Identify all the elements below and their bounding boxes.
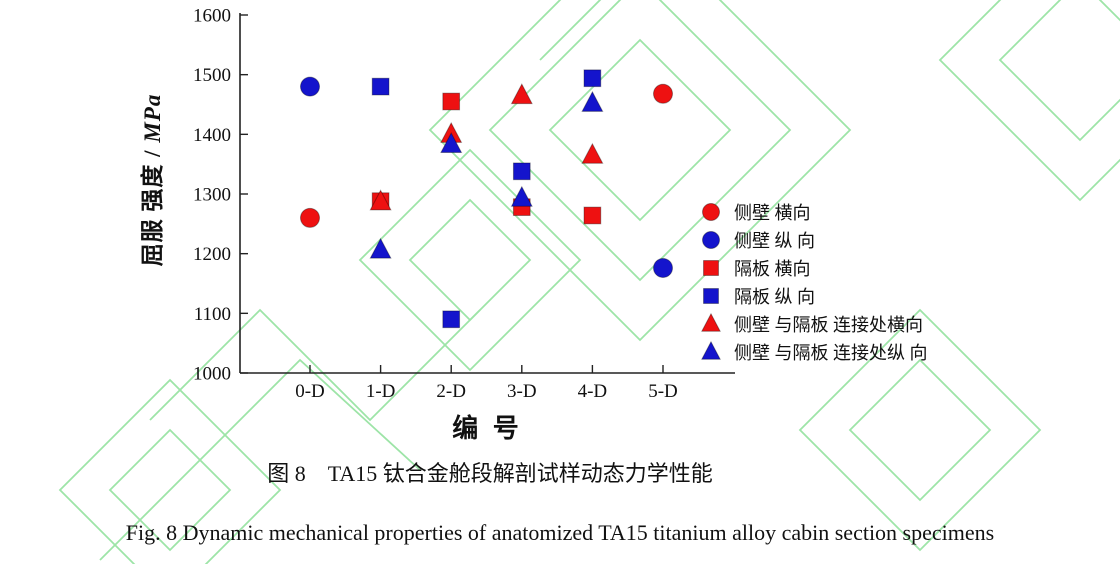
y-tick-label: 1200 (193, 244, 231, 265)
y-tick-label: 1400 (193, 125, 231, 146)
legend-label: 隔板 纵 向 (734, 287, 815, 307)
triangle-marker (700, 312, 722, 332)
y-axis-title: 屈服 强度 / MPa (133, 94, 167, 267)
x-axis-title: 编 号 (452, 414, 523, 443)
legend-item: 侧壁 与隔板 连接处纵 向 (698, 338, 928, 366)
circle-marker (702, 231, 720, 249)
legend-label: 侧壁 纵 向 (734, 231, 815, 251)
square-marker (512, 162, 531, 181)
legend-marker (703, 288, 719, 304)
y-tick-label: 1600 (193, 6, 231, 27)
legend-marker (702, 203, 720, 221)
legend-item: 隔板 纵 向 (698, 282, 928, 310)
scatter-plot: 1000 1100 1200 1300 1400 1500 1600 0-D 1-D 2-D 3-D… (193, 6, 735, 402)
square-marker (371, 77, 390, 96)
y-tick-label: 1500 (193, 65, 231, 86)
square-marker (703, 288, 719, 304)
square-marker (583, 206, 602, 225)
circle-marker (702, 203, 720, 221)
triangle-marker (581, 90, 604, 112)
legend-label: 侧壁 横向 (734, 203, 811, 223)
square-marker (442, 310, 461, 329)
x-tick-label: 1-D (366, 381, 396, 402)
legend-label: 隔板 横向 (734, 259, 811, 279)
legend-label: 侧壁 与隔板 连接处纵 向 (734, 343, 928, 363)
x-tick-label: 4-D (578, 381, 608, 402)
triangle-marker (369, 237, 392, 259)
legend-item: 侧壁 与隔板 连接处横向 (698, 310, 928, 338)
x-tick-label: 2-D (436, 381, 466, 402)
square-marker (442, 92, 461, 111)
legend-item: 侧壁 纵 向 (698, 226, 928, 254)
triangle-marker (440, 132, 463, 154)
y-axis-title-text: 屈服 强度 / (140, 142, 165, 267)
legend-marker (702, 231, 720, 249)
square-marker (703, 260, 719, 276)
caption-english: Fig. 8 Dynamic mechanical properties of … (125, 520, 995, 545)
legend-marker (703, 260, 719, 276)
circle-marker (653, 257, 673, 278)
x-tick-label: 5-D (648, 381, 678, 402)
x-tick-label: 3-D (507, 381, 537, 402)
triangle-marker (510, 185, 533, 207)
triangle-marker (700, 340, 722, 360)
triangle-marker (510, 83, 533, 105)
circle-marker (300, 76, 320, 97)
y-tick-label: 1000 (193, 364, 231, 385)
legend-item: 隔板 横向 (698, 254, 928, 282)
triangle-marker (369, 189, 392, 211)
legend-label: 侧壁 与隔板 连接处横向 (734, 315, 923, 335)
circle-marker (300, 207, 320, 228)
caption-chinese: 图 8 TA15 钛合金舱段解剖试样动态力学性能 (267, 461, 713, 486)
circle-marker (653, 83, 673, 104)
chart-legend: 侧壁 横向侧壁 纵 向隔板 横向隔板 纵 向侧壁 与隔板 连接处横向侧壁 与隔板… (698, 198, 928, 366)
legend-item: 侧壁 横向 (698, 198, 928, 226)
triangle-marker (581, 142, 604, 164)
y-tick-label: 1300 (193, 185, 231, 206)
square-marker (583, 69, 602, 88)
y-tick-label: 1100 (194, 304, 231, 325)
y-axis-unit-label: MPa (140, 93, 165, 143)
x-tick-label: 0-D (295, 381, 325, 402)
legend-marker (700, 340, 722, 360)
legend-marker (700, 312, 722, 332)
